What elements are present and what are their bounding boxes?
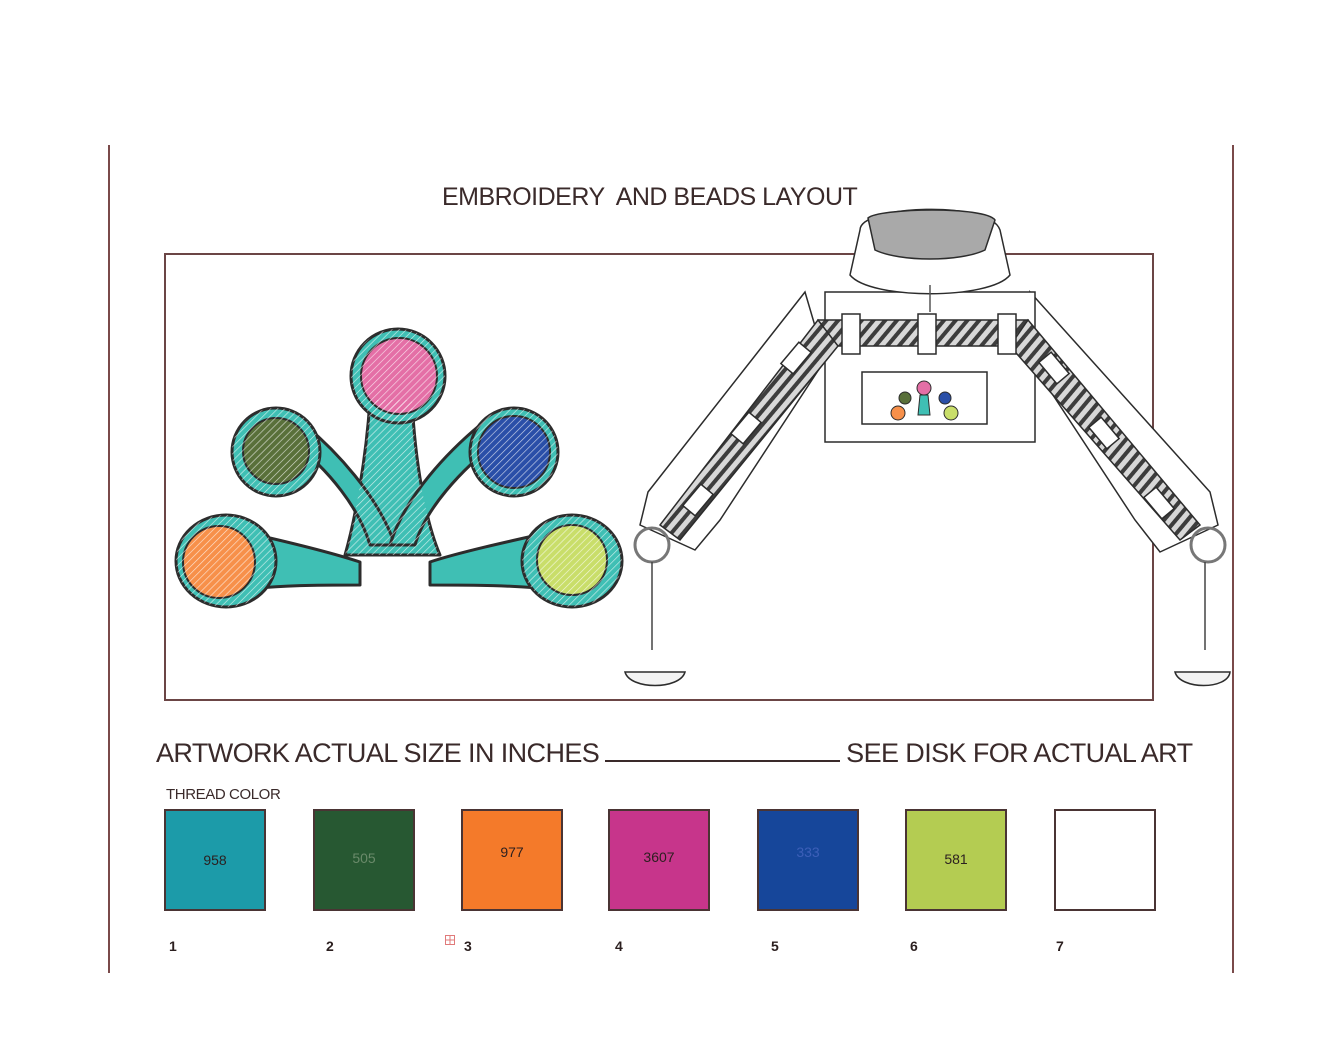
thread-swatch-5: 333 xyxy=(757,809,859,911)
page-title: EMBROIDERY AND BEADS LAYOUT xyxy=(442,183,858,211)
swatch-number-5: 5 xyxy=(771,938,779,954)
hoodie-sketch xyxy=(624,208,1231,687)
thread-swatch-2: 505 xyxy=(313,809,415,911)
motif-dot-top xyxy=(360,337,438,415)
see-disk-label: SEE DISK FOR ACTUAL ART xyxy=(846,738,1193,768)
embroidery-motif xyxy=(174,327,624,609)
thread-swatch-1: 958 xyxy=(164,809,266,911)
artwork-size-blank xyxy=(605,736,841,762)
right-page-border xyxy=(1232,145,1234,973)
thread-code-2: 505 xyxy=(352,850,376,866)
thread-code-4: 3607 xyxy=(643,849,675,865)
motif-dot-lower-right xyxy=(536,524,608,596)
hoodie-hood-lining xyxy=(867,209,996,260)
swatch-number-2: 2 xyxy=(326,938,334,954)
hoodie-pocket-motif xyxy=(890,380,959,421)
thread-color-label: THREAD COLOR xyxy=(166,786,281,803)
grid-marker-icon xyxy=(445,935,455,945)
thread-swatch-4: 3607 xyxy=(608,809,710,911)
motif-dot-upper-right xyxy=(477,415,551,489)
swatch-number-7: 7 xyxy=(1056,938,1064,954)
thread-swatch-3: 977 xyxy=(461,809,563,911)
thread-swatch-6: 581 xyxy=(905,809,1007,911)
swatch-number-3: 3 xyxy=(464,938,472,954)
motif-dot-upper-left xyxy=(242,417,310,485)
thread-code-5: 333 xyxy=(796,844,820,860)
thread-swatch-7 xyxy=(1054,809,1156,911)
swatch-number-1: 1 xyxy=(169,938,177,954)
thread-code-3: 977 xyxy=(500,844,524,860)
motif-dot-lower-left xyxy=(182,525,256,599)
artwork-size-line: ARTWORK ACTUAL SIZE IN INCHES SEE DISK FO… xyxy=(156,736,1193,769)
left-pendant xyxy=(624,671,686,687)
swatch-number-4: 4 xyxy=(615,938,623,954)
right-pendant xyxy=(1174,671,1231,687)
thread-code-1: 958 xyxy=(203,852,227,868)
left-page-border xyxy=(108,145,110,973)
swatch-number-6: 6 xyxy=(910,938,918,954)
thread-code-6: 581 xyxy=(944,851,968,867)
hoodie-left-sleeve xyxy=(639,290,826,551)
artwork-size-label: ARTWORK ACTUAL SIZE IN INCHES xyxy=(156,738,600,768)
